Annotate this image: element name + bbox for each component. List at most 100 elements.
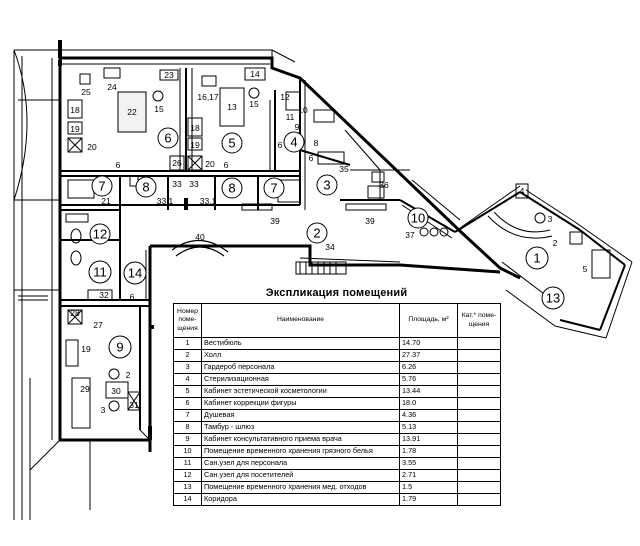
mark-25: 25 — [81, 87, 91, 97]
room-2-label: 2 — [313, 226, 320, 241]
room-12-circle — [89, 223, 111, 245]
cell-number: 12 — [173, 469, 202, 482]
room-3-circle — [316, 174, 338, 196]
room-10-label: 10 — [411, 211, 425, 226]
room-4-label: 4 — [290, 135, 297, 150]
reception-desk — [487, 211, 553, 239]
cell-category — [457, 373, 501, 386]
mark-32: 32 — [99, 290, 109, 300]
mark-36: 36 — [379, 180, 389, 190]
mark-39b: 39 — [365, 216, 375, 226]
room-13-circle — [541, 286, 565, 310]
cell-category — [457, 349, 501, 362]
mark-27: 27 — [93, 320, 103, 330]
cell-name: Холл — [201, 349, 400, 362]
equipment-mark-labels: 25 24 23 22 15 16,17 13 15 14 18 19 20 1… — [70, 69, 587, 415]
room-9-label: 9 — [116, 340, 123, 355]
room-7b-circle — [263, 177, 285, 199]
cell-area: 6.26 — [399, 361, 458, 374]
room-8a-circle — [135, 176, 157, 198]
mark-6e: 6 — [130, 292, 135, 302]
header-category: Кат.* поме-щения — [457, 303, 501, 338]
cell-area: 5.13 — [399, 421, 458, 434]
mark-33a: 33 — [172, 179, 182, 189]
room-11-circle — [88, 260, 112, 284]
cell-area: 13.44 — [399, 385, 458, 398]
room-6-circle — [157, 127, 179, 149]
cell-area: 3.55 — [399, 457, 458, 470]
room-5-label: 5 — [228, 136, 235, 151]
mark-12: 12 — [280, 92, 290, 102]
room-number-labels: 1 2 3 4 5 6 7 8 8 7 9 10 11 12 13 14 — [93, 131, 560, 355]
mark-5: 5 — [583, 264, 588, 274]
mark-19c: 19 — [81, 344, 91, 354]
cell-number: 3 — [173, 361, 202, 374]
mark-16-17: 16,17 — [197, 92, 219, 102]
mark-15b: 15 — [249, 99, 259, 109]
header-name: Наименование — [201, 303, 400, 338]
mark-30: 30 — [111, 386, 121, 396]
room-schedule: Экспликация помещений Номер поме-щения Н… — [173, 287, 501, 532]
room-3-label: 3 — [323, 178, 330, 193]
room-6-label: 6 — [164, 131, 171, 146]
mark-6b: 6 — [224, 160, 229, 170]
mark-31: 31 — [129, 400, 139, 410]
room-7b-label: 7 — [270, 181, 277, 196]
mark-28: 28 — [70, 308, 80, 318]
room-9-circle — [108, 335, 132, 359]
cell-name: Сан.узел для посетителей — [201, 469, 400, 482]
mark-19a: 19 — [70, 124, 80, 134]
room-8a-label: 8 — [142, 180, 149, 195]
cell-area: 18.0 — [399, 397, 458, 410]
mark-33-1b: 33.1 — [200, 196, 217, 206]
cell-number: 8 — [173, 421, 202, 434]
room-1-label: 1 — [533, 251, 540, 266]
cell-category — [457, 421, 501, 434]
cell-area: 4.36 — [399, 409, 458, 422]
cell-number: 2 — [173, 349, 202, 362]
cell-number: 5 — [173, 385, 202, 398]
cell-category — [457, 433, 501, 446]
mark-9: 9 — [295, 122, 300, 132]
cell-area: 5.76 — [399, 373, 458, 386]
cell-name: Кабинет эстетической косметологии — [201, 385, 400, 398]
mark-18b: 18 — [190, 123, 200, 133]
mark-33-1a: 33.1 — [157, 196, 174, 206]
cell-category — [457, 385, 501, 398]
room-12-label: 12 — [93, 227, 107, 242]
cell-category — [457, 481, 501, 494]
mark-11: 11 — [286, 112, 295, 122]
mark-4: 4 — [520, 186, 525, 196]
room-10-circle — [407, 207, 429, 229]
columns — [58, 40, 188, 440]
mark-19b: 19 — [190, 140, 200, 150]
mark-20a: 20 — [87, 142, 97, 152]
mark-34: 34 — [325, 242, 335, 252]
mark-20b: 20 — [205, 159, 215, 169]
cell-category — [457, 445, 501, 458]
cell-number: 14 — [173, 493, 202, 506]
mark-35: 35 — [339, 164, 349, 174]
mark-8: 8 — [314, 138, 319, 148]
left-facade — [13, 49, 61, 520]
mark-3b: 3 — [548, 214, 553, 224]
mark-29: 29 — [80, 384, 90, 394]
mark-10: 10 — [298, 105, 308, 115]
room-schedule-table: Номер поме-щения Наименование Площадь, м… — [173, 303, 501, 506]
cell-number: 10 — [173, 445, 202, 458]
cell-name: Вестибюль — [201, 337, 400, 350]
hall-sofa — [171, 239, 229, 257]
room-1-circle — [525, 246, 549, 270]
cell-area: 1.5 — [399, 481, 458, 494]
hall-stair — [295, 261, 347, 275]
cell-number: 1 — [173, 337, 202, 350]
cell-name: Стерилизационная — [201, 373, 400, 386]
cell-category — [457, 457, 501, 470]
